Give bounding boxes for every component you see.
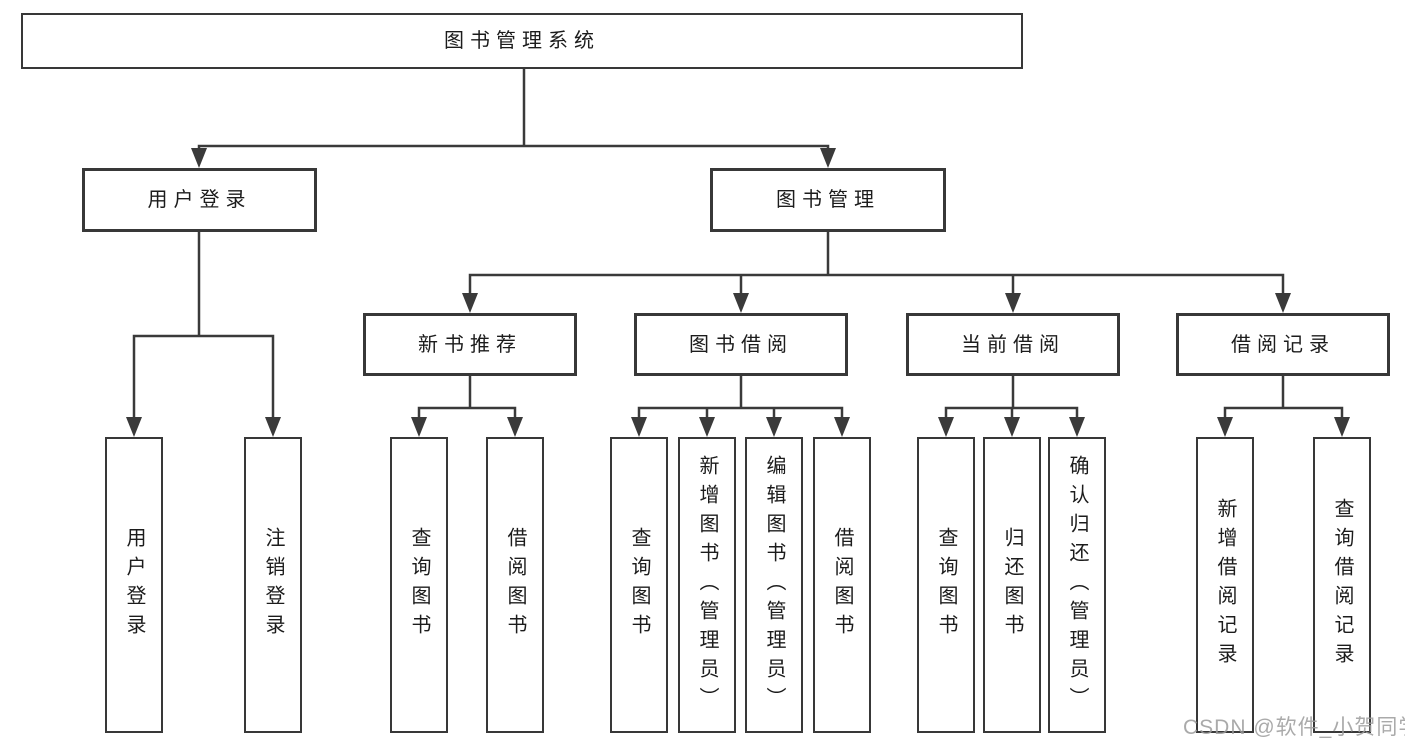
node-user-login: 用户登录 xyxy=(82,168,317,232)
leaf-confirm-return-admin: 确认归还（管理员） xyxy=(1048,437,1106,733)
leaf-user-login: 用户登录 xyxy=(105,437,163,733)
leaf-query-books: 查询图书 xyxy=(917,437,975,733)
leaf-query-borrow-record: 查询借阅记录 xyxy=(1313,437,1371,733)
leaf-borrow-books: 借阅图书 xyxy=(813,437,871,733)
node-book-borrowing: 图书借阅 xyxy=(634,313,848,376)
node-new-book-recommendation: 新书推荐 xyxy=(363,313,577,376)
leaf-return-books: 归还图书 xyxy=(983,437,1041,733)
node-book-management: 图书管理 xyxy=(710,168,946,232)
node-current-borrowing: 当前借阅 xyxy=(906,313,1120,376)
leaf-query-books: 查询图书 xyxy=(610,437,668,733)
leaf-query-books: 查询图书 xyxy=(390,437,448,733)
node-library-management-system: 图书管理系统 xyxy=(21,13,1023,69)
csdn-watermark: CSDN @软件_小贺同学 xyxy=(1183,716,1405,739)
node-borrowing-records: 借阅记录 xyxy=(1176,313,1390,376)
leaf-borrow-books: 借阅图书 xyxy=(486,437,544,733)
leaf-add-books-admin: 新增图书（管理员） xyxy=(678,437,736,733)
leaf-add-borrow-record: 新增借阅记录 xyxy=(1196,437,1254,733)
leaf-edit-books-admin: 编辑图书（管理员） xyxy=(745,437,803,733)
leaf-logout: 注销登录 xyxy=(244,437,302,733)
